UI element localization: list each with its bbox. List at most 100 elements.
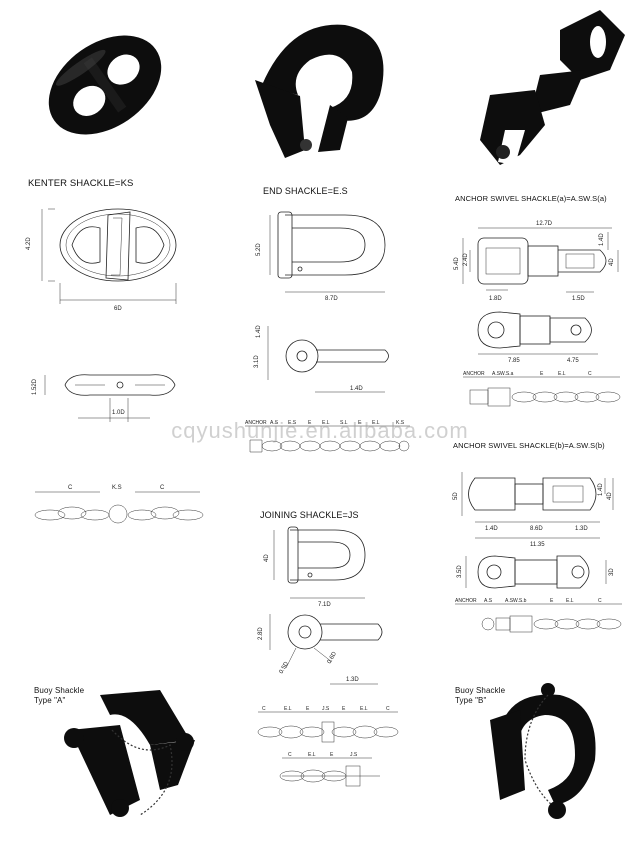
js-row2-l2: E <box>330 752 334 758</box>
swivel-b-side: 3.5D 3D <box>457 555 615 589</box>
swa-w1-dim: 1.8D <box>489 296 502 302</box>
ks-row-label-ks: K.S <box>112 485 122 491</box>
kenter-side-view: 1.52D 1.0D <box>32 374 176 422</box>
js-side-w-dim: 1.3D <box>346 677 359 683</box>
es-side-w-dim: 1.4D <box>350 386 363 392</box>
swb-h5-dim: 3D <box>609 568 615 576</box>
end-shackle-drawing: 5.2D 8.7D <box>256 211 386 302</box>
swb-w3-dim: 1.3D <box>575 526 588 532</box>
swa-w4-dim: 4.75 <box>567 358 579 364</box>
js-width-dim: 7.1D <box>318 602 331 608</box>
swb-row-l1: A.S <box>484 598 493 604</box>
es-row-l4: E.L <box>322 420 330 426</box>
kenter-shackle-title: KENTER SHACKLE=KS <box>28 178 134 189</box>
es-side-h2-dim: 3.1D <box>254 355 260 368</box>
js-r2-dim: 0.6D <box>327 650 339 665</box>
swa-h4-dim: 4D <box>609 258 615 266</box>
kenter-chain-row: C K.S C <box>34 485 204 524</box>
swivel-b-chain-row: ANCHOR A.S A.SW.S.b E E.L C <box>455 598 622 633</box>
end-shackle-side: 1.4D 3.1D 1.4D <box>254 325 389 393</box>
anchor-swivel-a-title: ANCHOR SWIVEL SHACKLE(a)=A.SW.S(a) <box>455 194 607 203</box>
swb-h3-dim: 4D <box>607 492 613 500</box>
js-height-dim: 4D <box>264 554 270 562</box>
js-row2-l0: C <box>288 752 292 758</box>
joining-chain-row-2: C E.L E J.S <box>279 752 380 787</box>
js-row1-l2: E <box>306 706 310 712</box>
swivel-a-chain-row: ANCHOR A.SW.S.a E E.L C <box>463 371 621 407</box>
swb-h4-dim: 3.5D <box>457 565 463 578</box>
end-shackle-photo <box>255 24 384 158</box>
end-shackle-chain-row: ANCHOR A.S E.S E E.L S.L E E.L K.S <box>245 420 410 453</box>
swb-len-dim: 11.35 <box>530 542 545 548</box>
swa-row-l0: ANCHOR <box>463 371 485 377</box>
swa-row-l3: E.L <box>558 371 566 377</box>
swb-row-l5: C <box>598 598 602 604</box>
es-row-l3: E <box>308 420 312 426</box>
swb-row-l0: ANCHOR <box>455 598 477 604</box>
ks-height-dim: 4.2D <box>26 237 32 250</box>
swb-h1-dim: 5D <box>453 492 459 500</box>
es-side-h1-dim: 1.4D <box>256 325 262 338</box>
joining-shackle-drawing: 4D 7.1D <box>264 526 366 608</box>
kenter-shackle-drawing: 4.2D 6D <box>26 208 177 312</box>
kenter-shackle-photo <box>48 35 162 135</box>
swb-w1-dim: 1.4D <box>485 526 498 532</box>
swb-w2-dim: 8.6D <box>530 526 543 532</box>
swa-h1-dim: 5.4D <box>454 257 460 270</box>
es-row-l0: ANCHOR <box>245 420 267 426</box>
es-row-l8: K.S <box>396 420 405 426</box>
js-row1-l3: J.S <box>322 706 330 712</box>
js-row1-l1: E.L <box>284 706 292 712</box>
watermark-text: cqyushunjie.en.alibaba.com <box>171 418 469 443</box>
swivel-b-drawing: 5D 1.4D 4D 1.4D 8.6D 1.3D 11.35 <box>453 472 614 548</box>
es-row-l2: E.S <box>288 420 297 426</box>
js-row1-l4: E <box>342 706 346 712</box>
es-row-l1: A.S <box>270 420 279 426</box>
ks-row-label-c2: C <box>160 485 165 491</box>
swb-row-l3: E <box>550 598 554 604</box>
js-row2-l1: E.L <box>308 752 316 758</box>
ks-side-height-dim: 1.52D <box>32 378 38 395</box>
es-row-l5: S.L <box>340 420 348 426</box>
js-row1-l5: E.L <box>360 706 368 712</box>
buoy-shackle-b-photo <box>490 683 596 819</box>
swb-h2-dim: 1.4D <box>598 483 604 496</box>
swa-w3-dim: 7.85 <box>508 358 520 364</box>
ks-row-label-c1: C <box>68 485 73 491</box>
js-r1-dim: 0.5D <box>279 660 291 675</box>
swa-row-l4: C <box>588 371 592 377</box>
swivel-a-drawing: 12.7D 5.4D 2.4D 1.4D 4D 1.8D 1.5D <box>454 221 619 302</box>
buoy-b-line1: Buoy Shackle <box>455 686 506 695</box>
buoy-a-line1: Buoy Shackle <box>34 686 85 695</box>
es-width-dim: 8.7D <box>325 296 338 302</box>
es-row-l7: E.L <box>372 420 380 426</box>
buoy-shackle-a-title: Buoy Shackle Type "A" <box>34 686 84 706</box>
anchor-swivel-b-title: ANCHOR SWIVEL SHACKLE(b)=A.SW.S(b) <box>453 441 605 450</box>
js-row1-l0: C <box>262 706 266 712</box>
joining-chain-row-1: C E.L E J.S E E.L C <box>257 706 399 743</box>
ks-width-dim: 6D <box>114 306 122 312</box>
js-row2-l3: J.S <box>350 752 358 758</box>
swa-row-l2: E <box>540 371 544 377</box>
anchor-swivel-photo <box>480 10 625 165</box>
swa-len-dim: 12.7D <box>536 221 553 227</box>
js-side-h-dim: 2.8D <box>258 627 264 640</box>
joining-shackle-side: 2.8D 0.5D 0.6D 1.3D <box>258 614 383 685</box>
ks-side-width-dim: 1.0D <box>112 410 125 416</box>
swivel-a-side: 7.85 4.75 <box>477 311 598 364</box>
joining-shackle-title: JOINING SHACKLE=JS <box>260 510 359 520</box>
es-row-l6: E <box>358 420 362 426</box>
buoy-b-line2: Type "B" <box>455 696 487 705</box>
end-shackle-title: END SHACKLE=E.S <box>263 186 348 196</box>
swa-h2-dim: 2.4D <box>463 253 469 266</box>
swb-row-l4: E.L <box>566 598 574 604</box>
swa-row-l1: A.SW.S.a <box>492 371 514 377</box>
js-row1-l6: C <box>386 706 390 712</box>
swa-w2-dim: 1.5D <box>572 296 585 302</box>
buoy-shackle-a-photo <box>64 690 195 817</box>
es-height-dim: 5.2D <box>256 243 262 256</box>
buoy-a-line2: Type "A" <box>34 696 66 705</box>
swa-h3-dim: 1.4D <box>599 233 605 246</box>
swb-row-l2: A.SW.S.b <box>505 598 527 604</box>
